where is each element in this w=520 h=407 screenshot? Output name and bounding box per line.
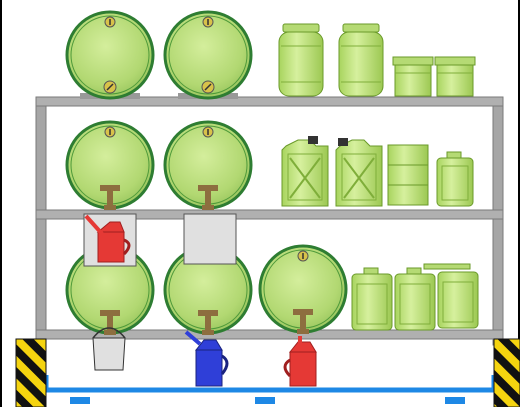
drum: [163, 10, 253, 100]
canister: [423, 263, 479, 329]
grey-bucket: [92, 327, 126, 371]
pail: [392, 56, 434, 97]
tall-jar: [278, 23, 324, 97]
hazard-post-right: [493, 338, 520, 407]
jerrycan: [335, 138, 383, 207]
grey-tray: [183, 213, 237, 265]
canister: [436, 151, 474, 207]
red-oil-can: [283, 336, 317, 387]
drum-with-tap: [65, 245, 155, 335]
jerrycan: [281, 136, 329, 207]
hazard-post-left: [15, 338, 47, 407]
drum-with-tap: [65, 120, 155, 210]
canister: [394, 267, 436, 331]
drip-tray: [43, 375, 497, 404]
middle-shelf-items: [65, 120, 474, 210]
tall-jar: [338, 23, 384, 97]
shelf-beam-bottom: [35, 329, 504, 340]
blue-oil-can: [184, 330, 229, 387]
canister: [351, 267, 393, 331]
drum: [65, 10, 155, 100]
drum-with-tap: [163, 120, 253, 210]
shelf-beam-middle: [35, 209, 504, 220]
stacked-buckets: [387, 144, 429, 206]
top-shelf-items: [65, 10, 476, 100]
pail: [434, 56, 476, 97]
shelf-beam-top: [35, 96, 504, 107]
drum-with-tap: [258, 244, 348, 334]
red-oil-can: [83, 213, 137, 267]
